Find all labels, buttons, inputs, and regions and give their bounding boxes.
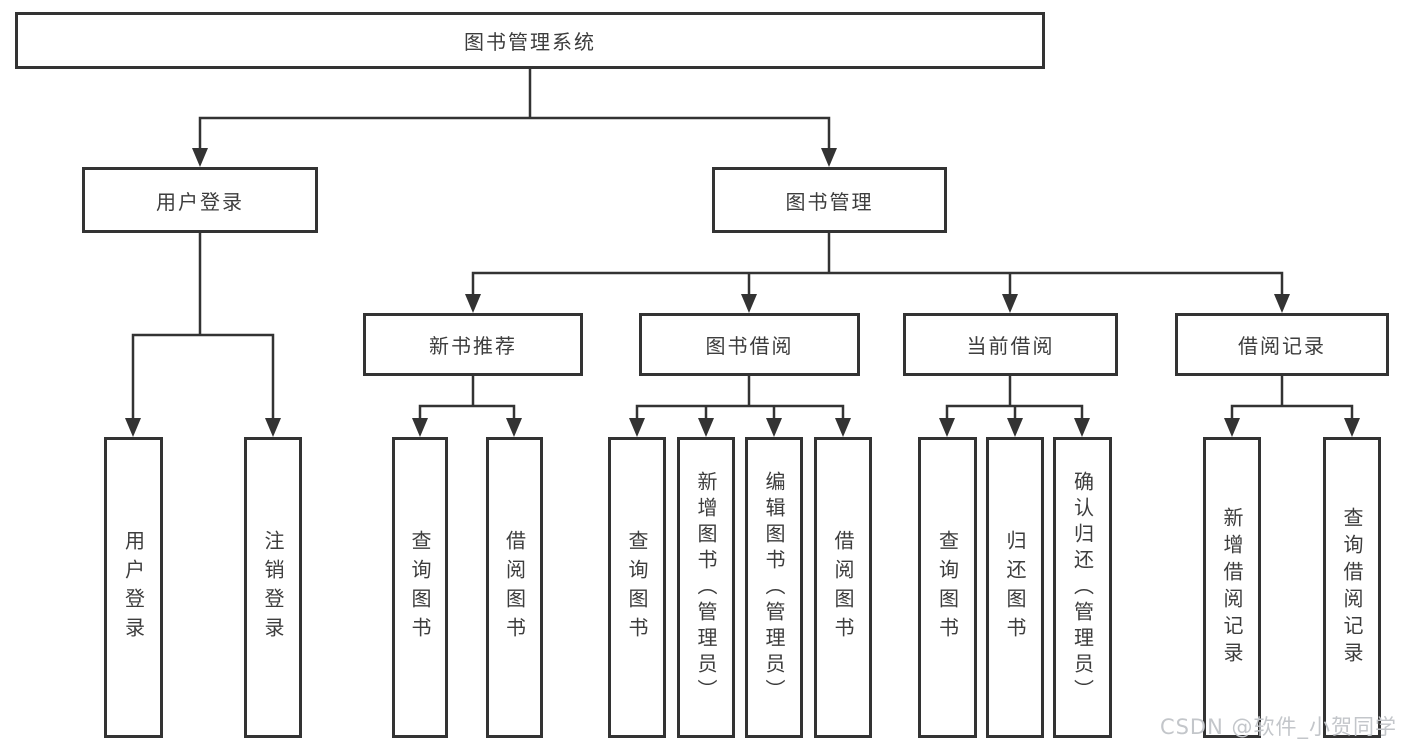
arrow-down-icon <box>939 418 955 437</box>
arrow-down-icon <box>465 294 481 313</box>
arrow-down-icon <box>506 418 522 437</box>
node-book-management: 图书管理 <box>712 167 947 233</box>
leaf-user-login: 用户登录 <box>104 437 163 738</box>
node-book-borrowing: 图书借阅 <box>639 313 860 376</box>
arrow-down-icon <box>1344 418 1360 437</box>
leaf-add-borrow-record: 新增借阅记录 <box>1203 437 1261 738</box>
leaf-query-books-borrowing: 查询图书 <box>608 437 666 738</box>
edge-userlogin-to-leaves <box>131 231 275 422</box>
node-new-book-recommendation: 新书推荐 <box>363 313 583 376</box>
arrow-down-icon <box>1274 294 1290 313</box>
leaf-query-books-recommend: 查询图书 <box>392 437 448 738</box>
arrow-down-icon <box>741 294 757 313</box>
leaf-confirm-return-admin: 确认归还（管理员） <box>1053 437 1112 738</box>
arrow-down-icon <box>1074 418 1090 437</box>
node-borrowing-records: 借阅记录 <box>1175 313 1389 376</box>
edge-bookmgmt-to-level3 <box>471 231 1284 298</box>
arrow-down-icon <box>766 418 782 437</box>
leaf-add-books-admin: 新增图书（管理员） <box>677 437 735 738</box>
edge-root-to-level2 <box>198 67 831 152</box>
arrow-down-icon <box>629 418 645 437</box>
node-current-borrowing: 当前借阅 <box>903 313 1118 376</box>
arrow-down-icon <box>412 418 428 437</box>
arrow-down-icon <box>192 148 208 167</box>
arrow-down-icon <box>835 418 851 437</box>
arrow-down-icon <box>1224 418 1240 437</box>
node-user-login: 用户登录 <box>82 167 318 233</box>
arrow-down-icon <box>1007 418 1023 437</box>
node-library-management-system: 图书管理系统 <box>15 12 1045 69</box>
arrow-down-icon <box>1002 294 1018 313</box>
leaf-return-books: 归还图书 <box>986 437 1044 738</box>
edge-currentborrow-to-leaves <box>945 374 1084 422</box>
arrow-down-icon <box>821 148 837 167</box>
leaf-query-borrow-record: 查询借阅记录 <box>1323 437 1381 738</box>
leaf-borrow-books-borrowing: 借阅图书 <box>814 437 872 738</box>
leaf-borrow-books-recommend: 借阅图书 <box>486 437 543 738</box>
arrowheads <box>125 148 1360 437</box>
edge-newbookrec-to-leaves <box>418 374 516 422</box>
leaf-query-books-current: 查询图书 <box>918 437 977 738</box>
arrow-down-icon <box>125 418 141 437</box>
leaf-edit-books-admin: 编辑图书（管理员） <box>745 437 803 738</box>
edge-borrowrecord-to-leaves <box>1230 374 1354 422</box>
arrow-down-icon <box>698 418 714 437</box>
edge-bookborrow-to-leaves <box>635 374 845 422</box>
leaf-logout: 注销登录 <box>244 437 302 738</box>
arrow-down-icon <box>265 418 281 437</box>
